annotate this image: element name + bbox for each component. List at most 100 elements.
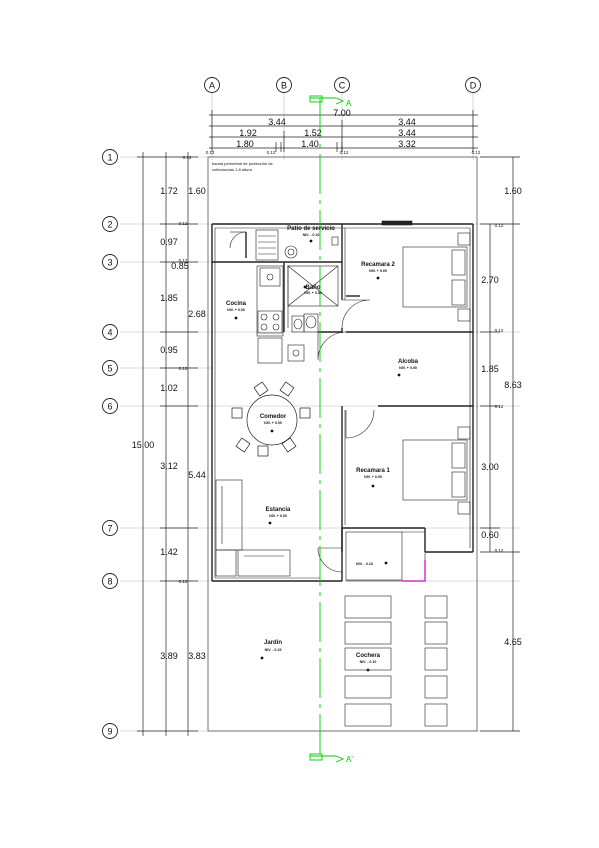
axis-label: 1	[107, 153, 112, 163]
axis-bubble-d	[465, 77, 481, 93]
dim-label: 1.80	[236, 139, 254, 149]
axis-label: 3	[107, 258, 112, 268]
doors	[317, 299, 375, 573]
top-dimensions	[209, 110, 478, 152]
axis-label: 7	[107, 524, 112, 534]
room-level: NIV. - 0.10	[360, 660, 377, 664]
axis-label: 4	[107, 328, 112, 338]
dim-label: 3.44	[398, 128, 416, 138]
dim-label: 3.12	[160, 461, 178, 471]
wall-mark: 0.12	[206, 150, 215, 155]
carport-pavers	[344, 595, 448, 727]
room-name: Recamara 1	[356, 468, 390, 474]
wall-mark: 0.12	[340, 150, 349, 155]
bedroom1-furniture	[402, 426, 471, 515]
dim-label: 3.44	[268, 117, 286, 127]
room-name: Cochera	[356, 653, 381, 659]
room-name: Patio de servicio	[287, 226, 335, 232]
room-level: NIV. + 0.00	[369, 269, 387, 273]
left-dimensions	[137, 152, 198, 736]
room-labels: Patio de servicio NIV. - 0.10 Recamara 2…	[226, 226, 419, 672]
dim-right-overall: 8.63	[504, 380, 522, 390]
laundry-fixtures	[284, 236, 339, 259]
axis-label: A	[209, 81, 215, 91]
accent-line	[402, 560, 426, 582]
lot-boundary	[207, 156, 478, 732]
door-entry	[317, 547, 343, 573]
dim-label: 1.85	[481, 364, 499, 374]
dim-overall-height: 15.00	[132, 440, 155, 450]
right-dimensions	[480, 156, 520, 732]
bedroom2-furniture	[381, 220, 471, 322]
room-name: Baño	[306, 285, 321, 291]
room-name: Cocina	[226, 301, 247, 307]
room-name: Comedor	[260, 414, 287, 420]
axis-bubbles-top: A B C D	[204, 77, 481, 93]
fridge-icon	[257, 337, 283, 364]
sofa-icon	[237, 549, 291, 577]
wall-mark: 0.12	[267, 150, 276, 155]
axis-bubble-b	[276, 77, 292, 93]
dim-label: 1.85	[160, 293, 178, 303]
kitchen-fixtures	[229, 229, 284, 364]
dim-label: 5.44	[188, 470, 206, 480]
wall-mark: 0.12	[179, 366, 188, 371]
wall-mark: 0.12	[495, 223, 504, 228]
room-level: NIV. + 0.00	[227, 308, 245, 312]
dim-label: 1.92	[239, 128, 257, 138]
room-level: NIV. - 0.10	[303, 233, 320, 237]
bed-icon	[402, 246, 468, 308]
dim-label: 1.60	[188, 186, 206, 196]
bathroom-fixtures	[287, 265, 339, 362]
room-level: NIV. + 0.00	[399, 366, 417, 370]
room-level: NIV. + 0.00	[269, 514, 287, 518]
room-level: NIV. + 0.00	[264, 421, 282, 425]
dim-label: 3.32	[398, 139, 416, 149]
dining-table-icon	[246, 394, 298, 446]
axis-label: B	[281, 81, 287, 91]
axis-label: 5	[107, 364, 112, 374]
axis-label: 9	[107, 727, 112, 737]
wall-mark: 0.12	[472, 150, 481, 155]
door-bathroom	[341, 299, 371, 329]
wall-mark: 0.12	[179, 579, 188, 584]
dim-label: 3.44	[398, 117, 416, 127]
dim-label: 1.42	[160, 547, 178, 557]
dim-label: 2.70	[481, 275, 499, 285]
dim-label: 0.95	[160, 345, 178, 355]
dim-label: 3.00	[481, 462, 499, 472]
section-line	[309, 95, 345, 763]
sofa-icon	[215, 479, 243, 551]
room-name: Jardín	[264, 640, 282, 646]
note-line: colindancias 1.8 altura	[212, 167, 253, 172]
door-hall	[317, 331, 347, 361]
dim-label: 1.40	[301, 139, 319, 149]
axis-bubbles-left: 1 2 3 4 5 6 7 8 9	[102, 149, 118, 739]
room-level: NIV. + 0.00	[364, 475, 382, 479]
room-name: Alcoba	[398, 359, 419, 365]
dim-label: 0.85	[171, 261, 189, 271]
dim-label: 1.52	[304, 128, 322, 138]
dim-overall-width: 7.00	[333, 108, 351, 118]
axis-label: 6	[107, 402, 112, 412]
door-bedroom1	[345, 409, 375, 439]
bed-icon	[402, 439, 468, 501]
dim-label: 3.89	[160, 651, 178, 661]
wall-mark: 0.12	[495, 328, 504, 333]
entry-platform: NIV. - 0.10	[345, 531, 426, 582]
axis-label: 8	[107, 577, 112, 587]
axis-bubble-c	[334, 77, 350, 93]
walls	[211, 223, 474, 582]
dim-label: 4.65	[504, 637, 522, 647]
note-line: banda perimetral de protección de	[212, 161, 273, 166]
room-name: Recamara 2	[361, 262, 395, 268]
dim-label: 2.68	[188, 309, 206, 319]
axis-label: 2	[107, 220, 112, 230]
entry-level: NIV. - 0.10	[356, 562, 373, 566]
axis-label: D	[470, 81, 477, 91]
sink-icon	[259, 267, 281, 287]
axis-label: C	[339, 81, 346, 91]
wall-mark: 0.12	[495, 548, 504, 553]
inner-wall-lines	[214, 227, 471, 579]
